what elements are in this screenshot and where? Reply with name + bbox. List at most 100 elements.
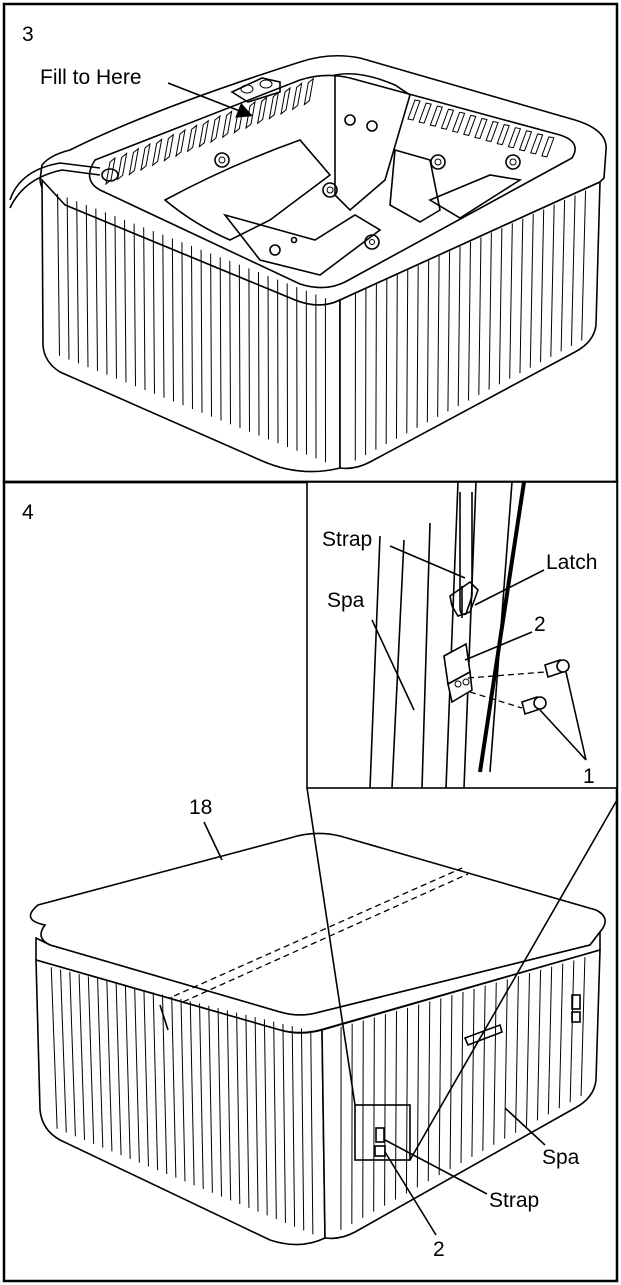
skirt-slat [95,208,98,372]
skirt-slat [248,268,250,432]
vent-slot [151,138,163,167]
skirt-slat [560,199,566,352]
skirt-slat [460,991,464,1164]
vent-slot [198,119,210,148]
skirt-slat [143,989,149,1167]
skirt-slat [217,1008,223,1197]
vent-slot [530,133,544,155]
skirt-slat [273,1021,277,1220]
skirt-slat [373,1017,375,1212]
skirt-slat [569,960,575,1103]
skirt-slat [162,234,165,398]
fill-to-here-label: Fill to Here [40,66,142,89]
skirt-slat [97,978,104,1148]
screw-upper [544,658,570,679]
skirt-slat [106,980,113,1152]
skirt-slat [76,201,79,364]
vent-slot [116,152,128,181]
vent-slot [485,120,499,143]
skirt-slat [504,979,508,1139]
skirt-slat [395,274,398,439]
skirt-slat [447,251,451,412]
skirt-slat [236,1012,241,1205]
vent-slot [541,136,555,158]
skirt-slat [133,223,136,387]
vent-slot [256,96,268,125]
skirt-slat [115,983,122,1156]
zoom-connector-left [306,787,356,1106]
skirt-slat [457,246,461,406]
vent-slot [245,100,256,130]
skirt-slat [438,998,442,1176]
main-bracket-number: 2 [433,1238,445,1261]
vent-slot [451,111,466,133]
vent-slot [463,114,477,136]
vent-slot [518,130,533,152]
skirt-slat [384,1014,386,1206]
skirt-slat [581,190,587,341]
skirt-slat [385,279,388,445]
skirt-slat [482,985,486,1151]
step-3-number: 3 [22,23,34,46]
skirt-slat [406,269,409,434]
skirt-slat [87,976,95,1144]
skirt-slat [471,988,475,1157]
skirt-slat [254,1017,259,1212]
skirt-slat [558,963,564,1109]
vent-slot [440,108,455,130]
skirt-slat [580,957,586,1097]
skirt-slat [229,260,231,425]
spa-with-cover-illustration [29,832,606,1246]
spa-skirt-left [41,177,341,473]
detail-zoom-box [354,1104,411,1161]
zoom-connector-right [409,799,618,1161]
vent-slot [221,110,233,139]
skirt-slat [66,197,70,360]
latch-label: Latch [546,551,597,574]
vent-slot [429,105,443,127]
vent-slot [474,117,488,140]
skirt-slat [526,972,530,1127]
inset-strap-label: Strap [322,528,372,551]
skirt-slat [180,998,186,1182]
step-3-panel: 3 [2,2,619,484]
skirt-slat [540,209,545,363]
skirt-slat [375,283,377,450]
latch-detail-inset: Strap Latch Spa 2 1 [306,481,618,789]
skirt-slat [238,264,241,429]
skirt-slat [171,996,177,1178]
main-strap-label: Strap [489,1189,539,1212]
skirt-slat [124,219,127,383]
skirt-slat [426,260,430,423]
skirt-slat [570,195,576,346]
skirt-slat [208,1005,213,1193]
vent-slot [303,77,315,106]
skirt-slat [199,1003,204,1190]
vent-slot [291,82,303,111]
skirt-slat [547,966,553,1115]
vent-slot [163,133,175,162]
skirt-slat [478,237,482,396]
skirt-slat [509,223,513,379]
step-4-panel: 4 [2,480,619,1283]
inset-bracket-number: 2 [534,613,546,636]
skirt-slat [427,1001,431,1182]
skirt-slat [57,193,60,356]
inset-spa-label: Spa [327,589,365,612]
skirt-slat [50,967,58,1129]
skirt-slat [488,232,492,390]
skirt-slat [515,976,519,1133]
skirt-slat [257,272,260,436]
skirt-slat [536,969,542,1121]
skirt-slat [60,969,67,1133]
vent-slot [210,114,221,144]
skirt-slat [124,985,131,1159]
skirt-slat [245,1014,250,1208]
skirt-slat [69,971,76,1137]
skirt-slat [191,245,193,410]
skirt-slat [104,212,108,375]
vent-slot [418,102,432,124]
screw-lower [521,695,547,716]
vent-slot [507,127,522,149]
